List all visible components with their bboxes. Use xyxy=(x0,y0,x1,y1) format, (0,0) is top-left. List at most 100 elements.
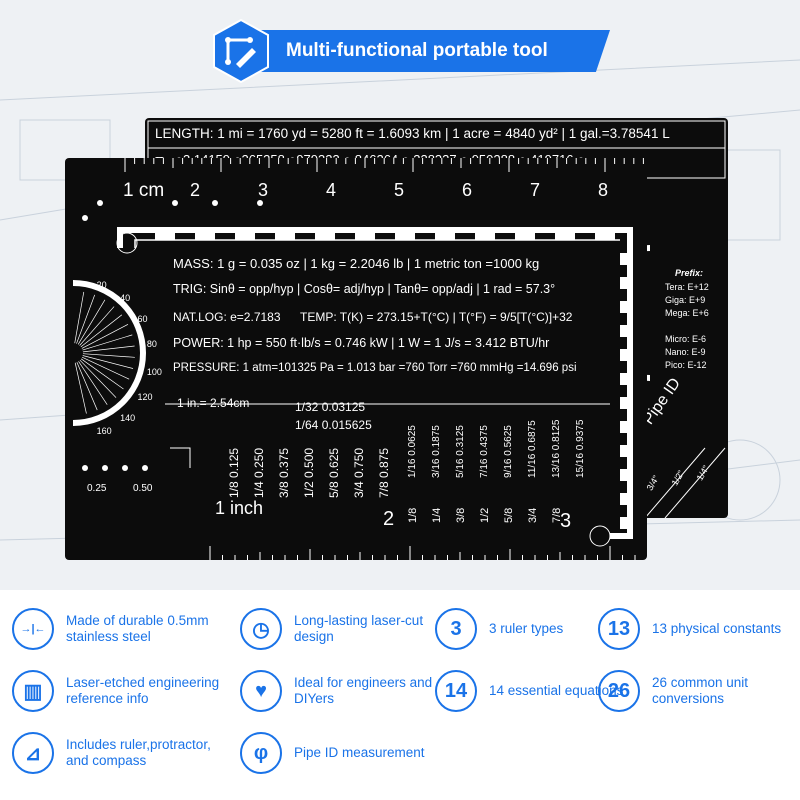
cm-number: 4 xyxy=(326,180,337,200)
feature-item: ⊿Includes ruler,protractor, and compass xyxy=(12,732,226,774)
feature-text: Ideal for engineers and DIYers xyxy=(294,675,433,706)
number-14-icon: 14 xyxy=(435,670,477,712)
checker-square xyxy=(275,230,295,240)
bottom-fraction: 1/8 xyxy=(407,507,419,523)
protractor-label: 100 xyxy=(146,366,162,377)
vertical-fraction: 1/8 0.125 xyxy=(227,447,241,498)
pipe-diameter-icon: φ xyxy=(240,732,282,774)
feature-text: 14 essential equations xyxy=(489,683,624,698)
ruler-hole xyxy=(82,465,88,471)
feature-text: 3 ruler types xyxy=(489,621,564,636)
protractor-spoke xyxy=(82,345,135,353)
protractor-spoke xyxy=(74,291,85,344)
protractor-spoke xyxy=(76,294,96,344)
trig-equation: TRIG: Sinθ = opp/hyp | Cosθ= adj/hyp | T… xyxy=(173,282,556,296)
bottom-fraction: 7/8 xyxy=(551,507,563,523)
prefix-line: Pico: E-12 xyxy=(665,360,707,370)
vertical-fraction: 7/8 0.875 xyxy=(377,447,391,498)
feature-text: 26 common unit conversions xyxy=(652,675,749,706)
checker-square xyxy=(515,230,535,240)
natlog-equation: NAT.LOG: e=2.7183 xyxy=(173,310,281,324)
feature-text: Laser-etched engineering reference info xyxy=(66,675,220,706)
ruler-hole xyxy=(102,465,108,471)
hole-label-025: 0.25 xyxy=(87,483,107,494)
ruler-hole xyxy=(257,200,263,206)
protractor-spoke xyxy=(80,314,123,348)
feature-text: Pipe ID measurement xyxy=(294,745,425,760)
features-section: →|← Made of durable 0.5mm stainless steel… xyxy=(0,592,800,800)
vertical-fraction: 1/4 0.250 xyxy=(252,447,266,498)
inch-label: 1 inch xyxy=(215,498,264,518)
clock-icon: ◷ xyxy=(240,608,282,650)
checker-square xyxy=(355,230,375,240)
vertical-sixteenth: 9/16 0.5625 xyxy=(503,425,514,478)
checker-square xyxy=(395,230,415,240)
protractor-spoke xyxy=(82,353,135,358)
feature-item: →|← Made of durable 0.5mm stainless steel xyxy=(12,608,226,650)
vertical-sixteenth: 1/16 0.0625 xyxy=(407,425,418,478)
vertical-fraction: 3/8 0.375 xyxy=(277,447,291,498)
ruler-hole xyxy=(82,215,88,221)
prefix-line: Tera: E+12 xyxy=(665,282,709,292)
number-26-icon: 26 xyxy=(598,670,640,712)
ruler-hole xyxy=(97,200,103,206)
protractor-spoke xyxy=(81,324,129,349)
inch-cm-equation: 1 in.= 2.54cm xyxy=(177,396,250,410)
feature-item: 14 14 essential equations xyxy=(435,670,623,712)
checker-square xyxy=(595,230,615,240)
vertical-fraction: 3/4 0.750 xyxy=(352,447,366,498)
protractor-spoke xyxy=(80,358,124,390)
checker-square xyxy=(620,469,630,481)
corner-target xyxy=(589,525,611,547)
checker-square xyxy=(620,373,630,385)
frac-64: 1/64 0.015625 xyxy=(295,418,372,432)
pressure-equation: PRESSURE: 1 atm=101325 Pa = 1.013 bar =7… xyxy=(173,362,577,374)
protractor-label: 120 xyxy=(137,392,153,402)
checker-square xyxy=(155,230,175,240)
inch-number-2: 2 xyxy=(383,508,395,530)
checker-square xyxy=(195,230,215,240)
protractor-spoke xyxy=(76,362,98,411)
feature-text: Made of durable 0.5mm stainless steel xyxy=(66,613,209,644)
mass-equation: MASS: 1 g = 0.035 oz | 1 kg = 2.2046 lb … xyxy=(173,256,540,271)
protractor-label: 20 xyxy=(96,279,107,290)
compress-arrows-icon: →|← xyxy=(12,608,54,650)
feature-text: Long-lasting laser-cut design xyxy=(294,613,424,644)
vertical-sixteenth: 3/16 0.1875 xyxy=(431,425,442,478)
number-3-icon: 3 xyxy=(435,608,477,650)
checker-square xyxy=(475,230,495,240)
ruler-hole xyxy=(172,200,178,206)
vertical-sixteenth: 13/16 0.8125 xyxy=(551,419,562,478)
protractor-spoke xyxy=(82,334,133,351)
vertical-fraction: 1/2 0.500 xyxy=(302,447,316,498)
bottom-fraction: 3/8 xyxy=(455,507,467,523)
protractor-label: 140 xyxy=(120,412,136,423)
protractor-spoke xyxy=(79,359,117,398)
protractor-spoke xyxy=(74,362,87,414)
cm-number: 6 xyxy=(462,180,473,200)
banner-title: Multi-functional portable tool xyxy=(286,40,548,61)
cm-number: 2 xyxy=(190,180,201,200)
checker-square xyxy=(435,230,455,240)
frac-32: 1/32 0.03125 xyxy=(295,400,366,414)
power-equation: POWER: 1 hp = 550 ft·lb/s = 0.746 kW | 1… xyxy=(173,336,550,350)
bottom-fraction: 1/2 xyxy=(479,507,491,523)
cm-number: 7 xyxy=(530,180,541,200)
protractor-spoke xyxy=(81,356,130,380)
cm-number: 5 xyxy=(394,180,405,200)
cm-label: 1 cm xyxy=(123,180,165,201)
banner: Multi-functional portable tool xyxy=(208,18,610,84)
ruler-hole xyxy=(142,465,148,471)
vertical-sixteenth: 11/16 0.6875 xyxy=(527,420,538,478)
protractor-spoke xyxy=(77,299,106,345)
checker-square xyxy=(620,253,630,265)
checker-square xyxy=(555,230,575,240)
engineering-info-icon: ▥ xyxy=(12,670,54,712)
banner-bar xyxy=(258,30,610,72)
ruler-hole xyxy=(122,465,128,471)
protractor-spoke xyxy=(82,355,134,369)
checker-square xyxy=(620,349,630,361)
temp-equation: TEMP: T(K) = 273.15+T(°C) | T(°F) = 9/5[… xyxy=(300,310,573,324)
protractor-label: 60 xyxy=(137,314,148,324)
vertical-sixteenth: 5/16 0.3125 xyxy=(455,425,466,478)
